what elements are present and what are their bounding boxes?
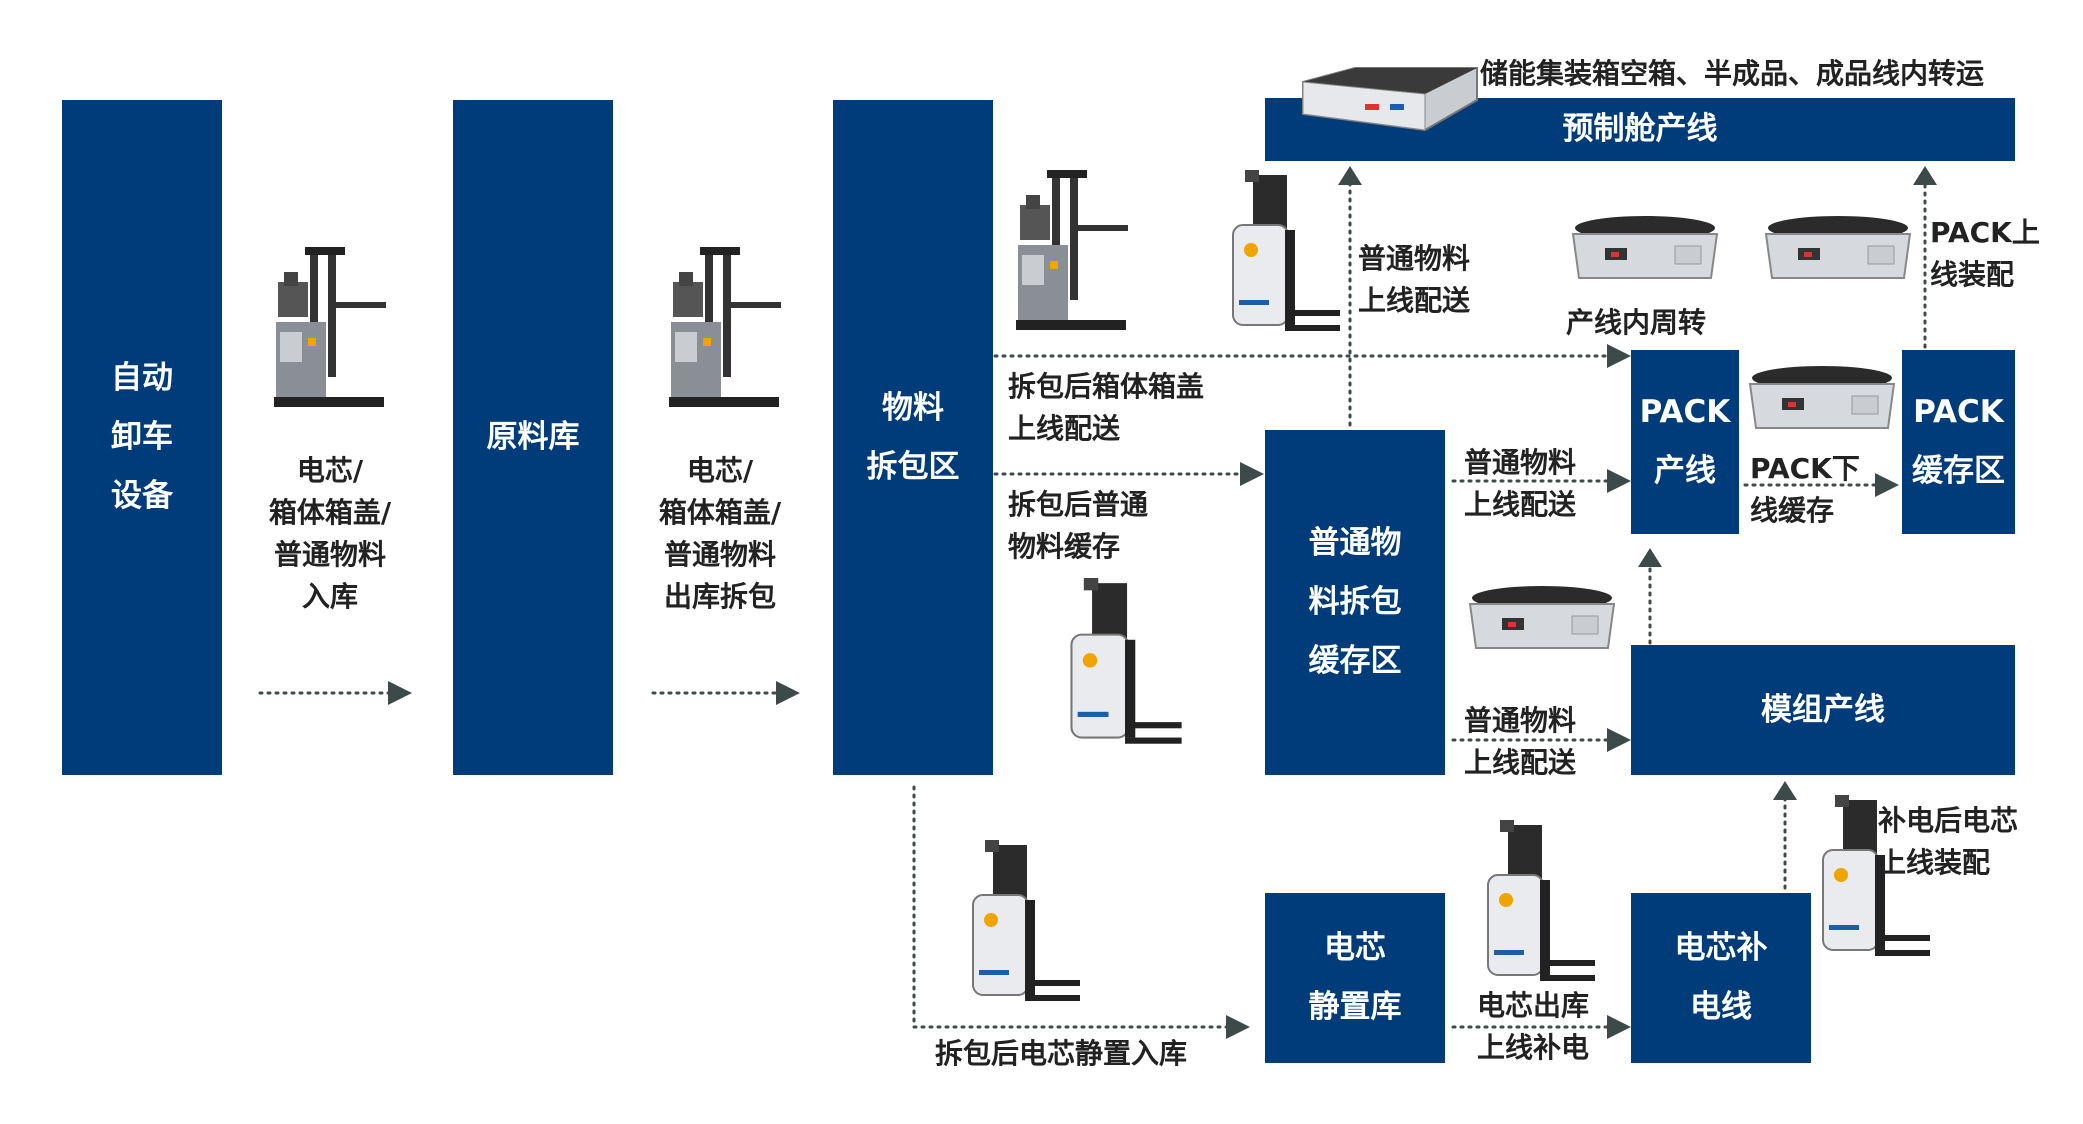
stacker-forklift-icon xyxy=(274,247,386,407)
common-cache-label: 拆包后普通 物料缓存 xyxy=(1008,488,1149,563)
pallet-forklift-icon xyxy=(972,840,1080,1001)
cell-static-in-label: 拆包后电芯静置入库 xyxy=(935,1037,1188,1070)
cell-after-replenish-label: 补电后电芯 上线装配 xyxy=(1878,804,2019,879)
common-to-prefab-label: 普通物料 上线配送 xyxy=(1358,242,1471,317)
amr-robot-icon xyxy=(1571,216,1719,279)
common-to-pack-label: 普通物料 上线配送 xyxy=(1464,446,1577,521)
common-cache-box: 普通物 料拆包 缓存区 xyxy=(1265,430,1445,775)
lid-delivery-label: 拆包后箱体箱盖 上线配送 xyxy=(1008,370,1205,445)
pallet-forklift-icon xyxy=(1232,170,1340,331)
container-transfer-label: 储能集装箱空箱、半成品、成品线内转运 xyxy=(1480,57,1985,90)
prefab-line-box: 预制舱产线 xyxy=(1265,98,2015,161)
pallet-forklift-icon xyxy=(1822,795,1930,956)
amr-robot-icon xyxy=(1468,586,1616,649)
container-agv-icon xyxy=(1302,67,1478,132)
line-turnover-label: 产线内周转 xyxy=(1566,306,1707,339)
stacker-forklift-icon xyxy=(669,247,781,407)
pallet-forklift-icon xyxy=(1487,820,1595,981)
stacker-forklift-icon xyxy=(1016,170,1128,330)
pack-down-label: PACK下 线缓存 xyxy=(1750,452,1860,527)
module-line-box: 模组产线 xyxy=(1631,645,2015,775)
cell-out-label: 电芯出库 上线补电 xyxy=(1476,989,1589,1064)
pallet-forklift-icon xyxy=(1070,578,1182,744)
pack-line-box: PACK 产线 xyxy=(1631,350,1739,534)
inbound-label: 电芯/ 箱体箱盖/ 普通物料 入库 xyxy=(268,454,392,613)
cell-static-box: 电芯 静置库 xyxy=(1265,893,1445,1063)
amr-robot-icon xyxy=(1748,366,1896,429)
common-to-module-label: 普通物料 上线配送 xyxy=(1464,704,1577,779)
amr-robot-icon xyxy=(1764,216,1912,279)
outbound-label: 电芯/ 箱体箱盖/ 普通物料 出库拆包 xyxy=(658,454,782,613)
pack-cache-box: PACK 缓存区 xyxy=(1902,350,2015,534)
auto-unload-box: 自动 卸车 设备 xyxy=(62,100,222,775)
arrow-unpack-to-static xyxy=(912,785,1232,1029)
pack-assembly-label: PACK上 线装配 xyxy=(1930,216,2040,291)
cell-replenish-box: 电芯补 电线 xyxy=(1631,893,1811,1063)
unpack-zone-box: 物料 拆包区 xyxy=(833,100,993,775)
raw-store-box: 原料库 xyxy=(453,100,613,775)
